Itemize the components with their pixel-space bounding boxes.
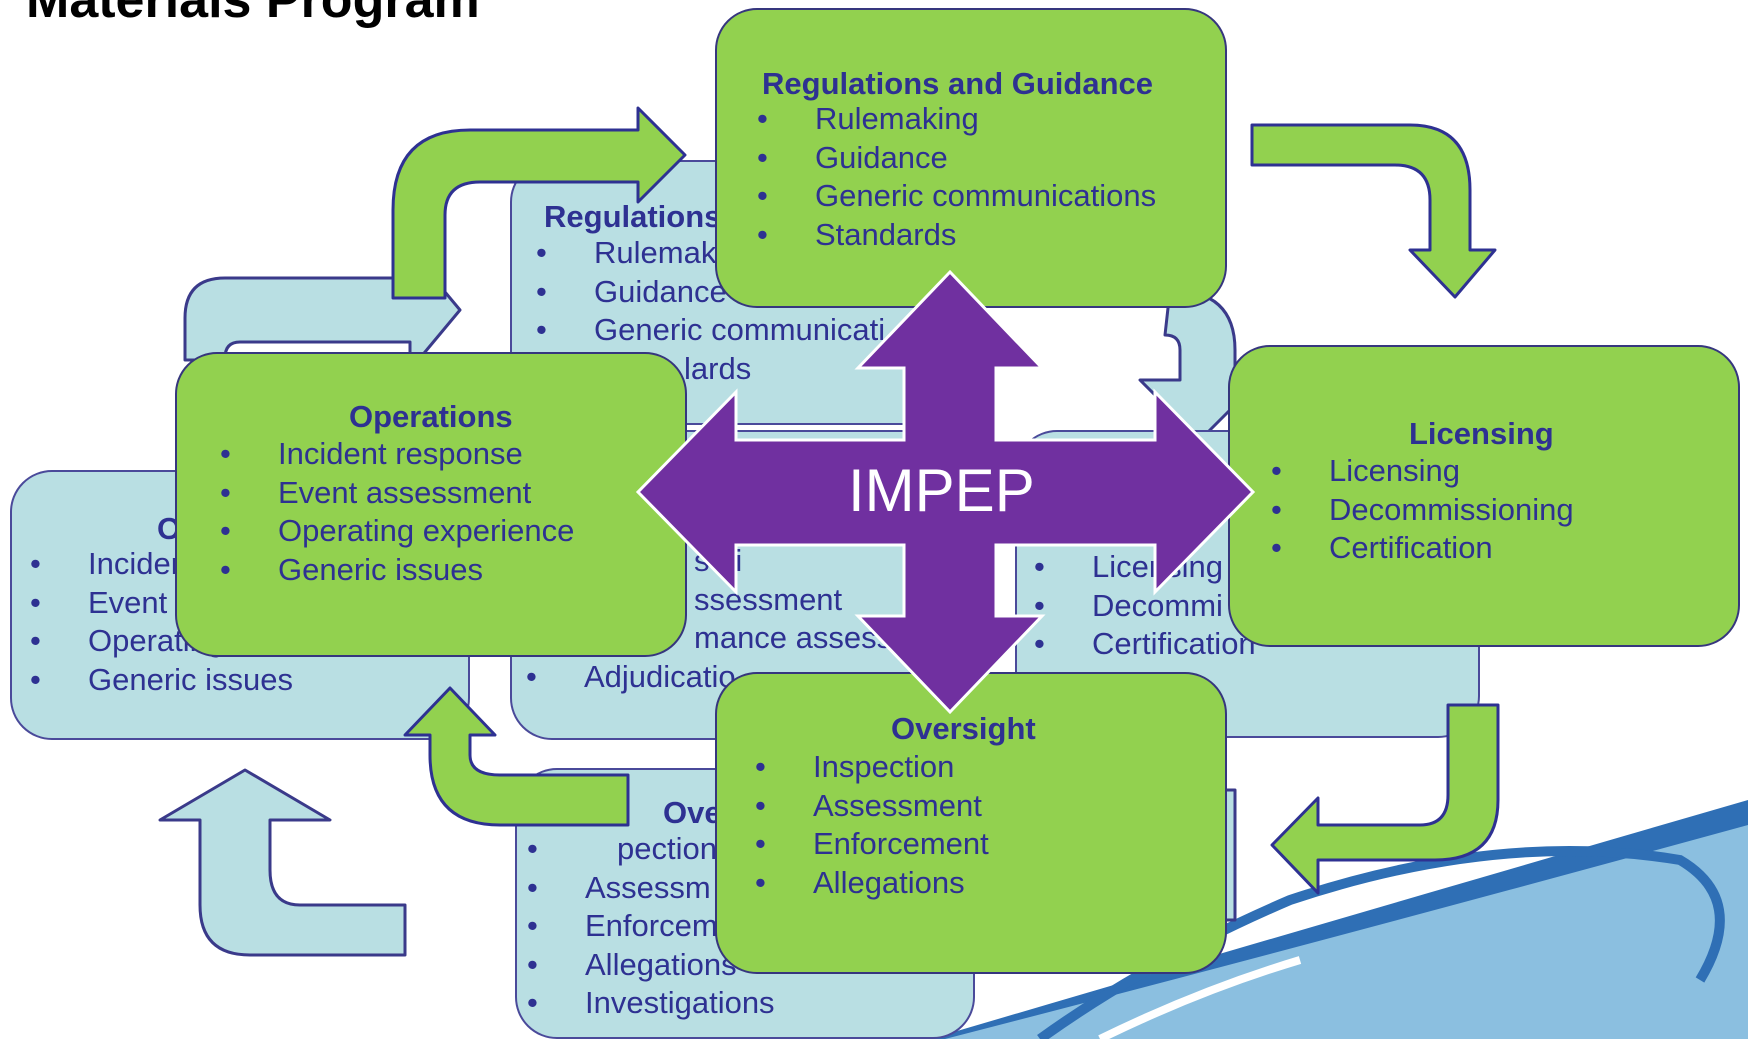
back-oversight-list: pection Assessm Enforcem Allegations Inv… <box>527 830 775 1023</box>
back-regulations-title: Regulations <box>544 199 722 234</box>
front-arrow-top-right <box>1250 123 1497 299</box>
list-item: Decommissioning <box>1271 491 1574 530</box>
list-item: Licensing <box>1271 452 1574 491</box>
list-item: Event <box>30 584 293 623</box>
box-operations: Operations Incident response Event asses… <box>175 352 687 657</box>
list-item: Inspection <box>755 748 989 787</box>
list-item: Event assessment <box>220 474 574 513</box>
list-item: Rulemaking <box>757 100 1156 139</box>
list-item: Adjudicatio <box>526 658 892 697</box>
list-item: Investigations <box>527 984 774 1023</box>
box-licensing: Licensing Licensing Decommissioning Cert… <box>1228 345 1740 647</box>
back-oversight-title: Ove <box>663 795 722 830</box>
list-item: Enforcem <box>527 907 775 946</box>
list-item: Standards <box>757 216 1156 255</box>
list-item: Generic communications <box>757 177 1156 216</box>
back-operations-list: Inciden Event Operating Generic issues <box>30 545 293 700</box>
list-item: Decommi <box>1034 587 1256 626</box>
list-item: Inciden <box>30 545 293 584</box>
back-regulations-list: Rulemak Guidance Generic communicati lar… <box>536 234 885 389</box>
list-item: Allegations <box>527 946 775 985</box>
list-item: pection <box>527 830 775 869</box>
list-item: Rulemak <box>536 234 885 273</box>
regulations-title: Regulations and Guidance <box>762 66 1153 101</box>
list-item: Certification <box>1271 529 1574 568</box>
box-regulations-and-guidance: Regulations and Guidance Rulemaking Guid… <box>715 8 1227 308</box>
front-arrow-top-left <box>391 106 687 300</box>
licensing-list: Licensing Decommissioning Certification <box>1271 452 1574 568</box>
front-arrow-bottom-left <box>403 686 630 827</box>
list-item: mance assess <box>526 619 892 658</box>
regulations-list: Rulemaking Guidance Generic communicatio… <box>757 100 1156 255</box>
impep-cross-arrow <box>635 269 1256 715</box>
list-item: Assessment <box>755 787 989 826</box>
list-item: Generic issues <box>220 551 574 590</box>
page-title: Materials Program <box>26 0 480 29</box>
back-arrow-bottom-left <box>158 768 407 957</box>
list-item: Incident response <box>220 435 574 474</box>
licensing-title: Licensing <box>1409 416 1554 451</box>
oversight-title: Oversight <box>891 711 1036 746</box>
operations-title: Operations <box>349 399 513 434</box>
impep-label: IMPEP <box>848 457 1035 524</box>
list-item: Guidance <box>536 273 885 312</box>
list-item: Certification <box>1034 625 1256 664</box>
oversight-list: Inspection Assessment Enforcement Allega… <box>755 748 989 903</box>
box-oversight: Oversight Inspection Assessment Enforcem… <box>715 672 1227 974</box>
list-item: Assessm <box>527 869 775 908</box>
list-item: Guidance <box>757 139 1156 178</box>
list-item: Operating experience <box>220 512 575 551</box>
list-item: Generic issues <box>30 661 293 700</box>
front-arrow-bottom-right <box>1270 703 1500 895</box>
operations-list: Incident response Event assessment Opera… <box>220 435 575 590</box>
list-item: Enforcement <box>755 825 989 864</box>
list-item: lards <box>536 350 885 389</box>
list-item: Allegations <box>755 864 989 903</box>
list-item: Generic communicati <box>536 311 885 350</box>
back-arrow-top-left <box>183 248 462 372</box>
